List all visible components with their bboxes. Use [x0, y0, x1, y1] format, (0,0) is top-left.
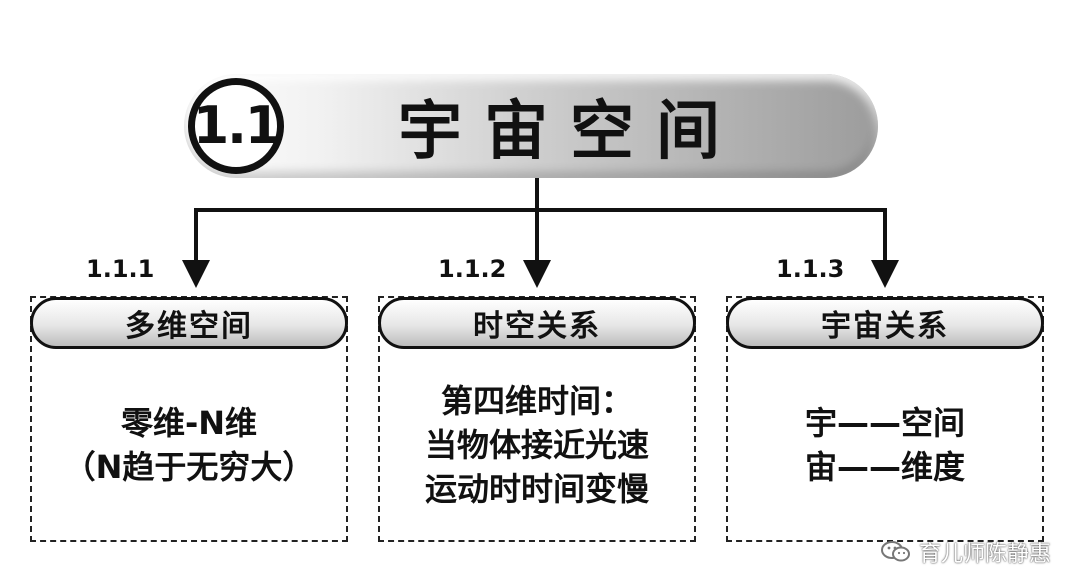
branch-box-3: 宇宙关系 宇——空间 宙——维度 — [726, 296, 1044, 542]
branch-body-2: 第四维时间： 当物体接近光速 运动时时间变慢 — [380, 350, 694, 540]
branch-number-3: 1.1.3 — [776, 255, 845, 283]
branch-body-1: 零维-N维 （N趋于无穷大） — [32, 350, 346, 540]
branch-header-1: 多维空间 — [30, 297, 348, 349]
wechat-icon — [880, 540, 911, 564]
branch-2-line-3: 运动时时间变慢 — [424, 470, 649, 508]
arrow-head-3 — [871, 260, 899, 288]
branch-header-3: 宇宙关系 — [726, 297, 1044, 349]
title-banner — [184, 74, 878, 178]
arrow-head-2 — [523, 260, 551, 288]
branch-1-line-2: （N趋于无穷大） — [63, 448, 315, 486]
branch-3-line-2: 宙——维度 — [804, 448, 965, 486]
branch-2-line-1: 第四维时间： — [440, 382, 633, 420]
watermark: 育儿师陈静惠 — [880, 536, 1051, 568]
branch-3-line-1: 宇——空间 — [804, 404, 965, 442]
title-number-badge: 1.1 — [188, 78, 284, 174]
branch-header-2: 时空关系 — [378, 297, 696, 349]
title-text: 宇宙空间 — [398, 95, 742, 169]
arrow-head-1 — [182, 260, 210, 288]
branch-2-line-2: 当物体接近光速 — [424, 426, 649, 464]
watermark-text: 育儿师陈静惠 — [918, 542, 1051, 567]
branch-number-2: 1.1.2 — [438, 255, 507, 283]
branch-box-2: 时空关系 第四维时间： 当物体接近光速 运动时时间变慢 — [378, 296, 696, 542]
branch-number-1: 1.1.1 — [86, 255, 155, 283]
branch-1-line-1: 零维-N维 — [120, 404, 258, 442]
branch-body-3: 宇——空间 宙——维度 — [728, 350, 1042, 540]
branch-box-1: 多维空间 零维-N维 （N趋于无穷大） — [30, 296, 348, 542]
